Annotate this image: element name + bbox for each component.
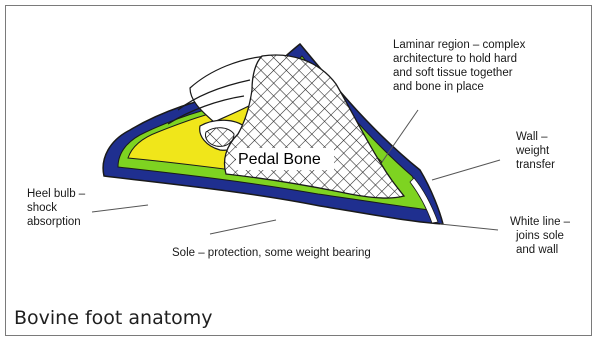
small-hatched-bone bbox=[205, 128, 234, 147]
pedal-bone-label: Pedal Bone bbox=[238, 151, 321, 168]
wall-leader bbox=[432, 160, 500, 180]
sole-leader bbox=[210, 220, 276, 234]
white-line-label: White line – joins sole and wall bbox=[510, 216, 573, 256]
slide-caption: Bovine foot anatomy bbox=[14, 307, 213, 329]
sole-label: Sole – protection, some weight bearing bbox=[172, 247, 371, 259]
heel-bulb-label: Heel bulb – shock absorption bbox=[27, 188, 88, 228]
laminar-label: Laminar region – complex architecture to… bbox=[393, 39, 529, 93]
wall-label: Wall – weight transfer bbox=[515, 131, 555, 171]
heel-leader bbox=[92, 205, 148, 212]
white-line-leader bbox=[440, 224, 498, 230]
